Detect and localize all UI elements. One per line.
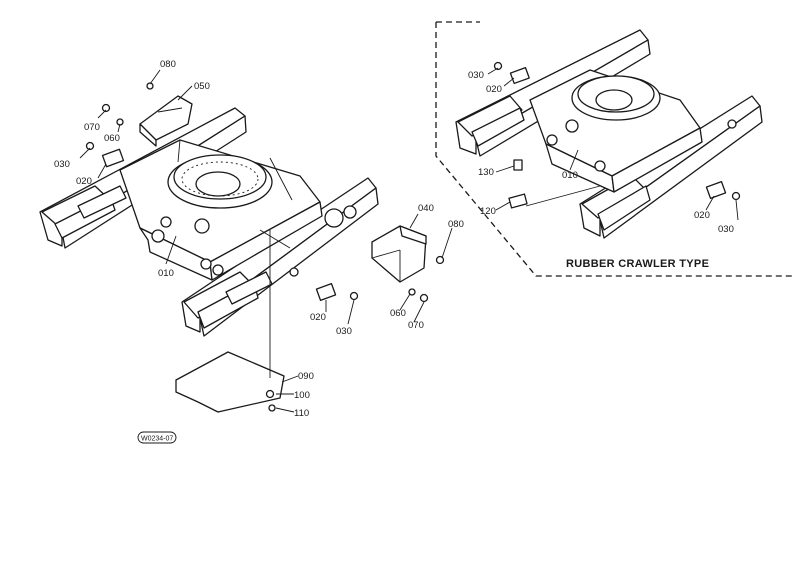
callout-100: 100 (294, 390, 310, 401)
callout-r020-right: 020 (694, 210, 710, 221)
callout-labels: 080 050 070 060 030 020 010 040 080 060 … (54, 59, 734, 419)
callout-110: 110 (294, 408, 309, 419)
callout-070-right: 070 (408, 320, 424, 331)
callout-080-top: 080 (160, 59, 176, 70)
callout-r120: 120 (480, 206, 496, 217)
main-track-frame (39, 107, 379, 337)
callout-040: 040 (418, 203, 434, 214)
section-title: RUBBER CRAWLER TYPE (566, 258, 709, 270)
callout-r030-top: 030 (468, 70, 484, 81)
callout-090: 090 (298, 371, 314, 382)
callout-070-left: 070 (84, 122, 100, 133)
callout-020-mid: 020 (310, 312, 326, 323)
callout-060-left: 060 (104, 133, 120, 144)
callout-080-right: 080 (448, 219, 464, 230)
bolts-group (85, 82, 445, 412)
callout-030-left: 030 (54, 159, 70, 170)
part-020-plate-mid (315, 282, 337, 302)
callout-r020-top: 020 (486, 84, 502, 95)
drawing-reference: W0234-07 (137, 431, 177, 444)
part-090-under-cover (175, 230, 285, 413)
part-050-cover (139, 95, 193, 147)
callout-r130: 130 (478, 167, 494, 178)
rubber-crawler-section (435, 21, 793, 277)
callout-050: 050 (194, 81, 210, 92)
callout-r010: 010 (562, 170, 578, 181)
part-040-cover (371, 225, 427, 283)
callout-030-mid: 030 (336, 326, 352, 337)
callout-060-right: 060 (390, 308, 406, 319)
callout-010-main: 010 (158, 268, 174, 279)
callout-r030-right: 030 (718, 224, 734, 235)
drawing-ref-label: W0234-07 (141, 436, 173, 443)
callout-020-left: 020 (76, 176, 92, 187)
leader-lines-main (79, 69, 453, 413)
part-020-plate-left (101, 148, 125, 168)
